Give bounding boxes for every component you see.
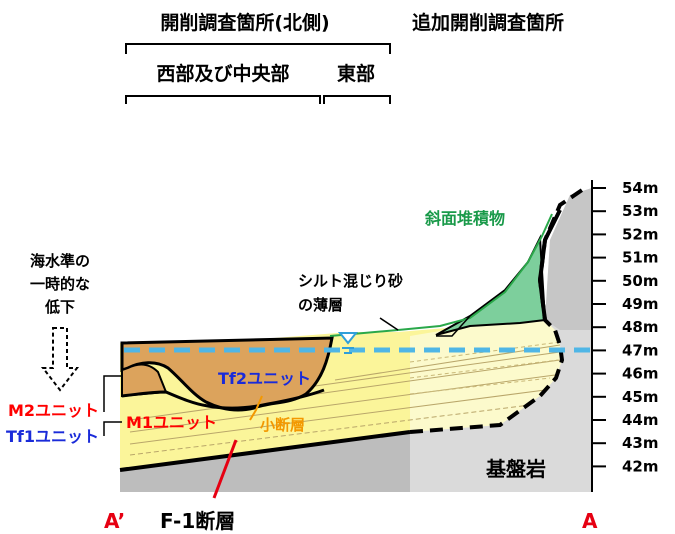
header-additional-excavation: 追加開削調査箇所 <box>412 11 564 34</box>
water-level-marker <box>337 332 359 345</box>
elevation-tick-label: 42m <box>622 457 659 475</box>
elevation-tick-label: 43m <box>622 434 659 452</box>
slope-pointer <box>436 315 471 337</box>
slope-deposit-label: 斜面堆積物 <box>424 209 505 228</box>
elevation-tick-label: 46m <box>622 365 659 383</box>
tf1-pointer <box>103 421 122 436</box>
elevation-tick-label: 51m <box>622 249 659 267</box>
bedrock-right <box>410 188 592 492</box>
small-fault-line <box>249 395 263 421</box>
m2-pointer <box>103 375 122 412</box>
elevation-tick-label: 49m <box>622 295 659 313</box>
header-east: 東部 <box>337 62 375 85</box>
header-excavation-north: 開削調査箇所(北側) <box>160 11 329 34</box>
elevation-tick-label: 52m <box>622 225 659 243</box>
elevation-tick-label: 44m <box>622 411 659 429</box>
elevation-tick-label: 48m <box>622 318 659 336</box>
m1-upper-boundary <box>121 388 325 410</box>
silt-pointer <box>379 317 399 331</box>
bedrock-label: 基盤岩 <box>486 457 546 481</box>
header-bracket-west-central <box>125 95 321 104</box>
sea-level-drop-arrow-icon <box>40 327 80 392</box>
elevation-tick-label: 53m <box>622 202 659 220</box>
silt-label-line-1: シルト混じり砂 <box>298 272 403 290</box>
note-line-1: 海水準の <box>30 252 90 270</box>
elevation-tick-label: 47m <box>622 341 659 359</box>
ground-surface <box>329 213 553 337</box>
header-bracket-north <box>125 43 391 54</box>
bedrock-left <box>120 432 410 492</box>
unconformity-solid <box>119 430 411 472</box>
elevation-ticks: 54m 53m 52m 51m 50m 49m 48m 47m 46m 45m 44m 43m 42m <box>592 179 659 475</box>
section-end-left: A’ <box>104 509 125 533</box>
elevation-tick-label: 54m <box>622 179 659 197</box>
unconformity-dashed <box>409 186 587 434</box>
f1-fault-line <box>212 439 238 499</box>
note-line-2: 一時的な <box>30 275 90 293</box>
slope-deposit-layer <box>435 234 547 336</box>
f1-fault-label: F-1断層 <box>160 509 235 533</box>
m1-unit-label: M1ユニット <box>126 413 217 432</box>
m2-unit-label: M2ユニット <box>8 401 99 420</box>
stratification-lines <box>129 344 561 456</box>
note-line-3: 低下 <box>44 298 75 316</box>
header-west-central: 西部及び中央部 <box>156 62 289 85</box>
small-fault-label: 小断層 <box>260 416 305 434</box>
tf2-unit-label: Tf2ユニット <box>218 369 311 388</box>
silt-label-line-2: の薄層 <box>298 296 343 314</box>
section-end-right: A <box>582 509 598 533</box>
tf1-unit-label: Tf1ユニット <box>6 427 99 446</box>
elevation-tick-label: 45m <box>622 388 659 406</box>
elevation-tick-label: 50m <box>622 272 659 290</box>
header-bracket-east <box>323 95 391 104</box>
